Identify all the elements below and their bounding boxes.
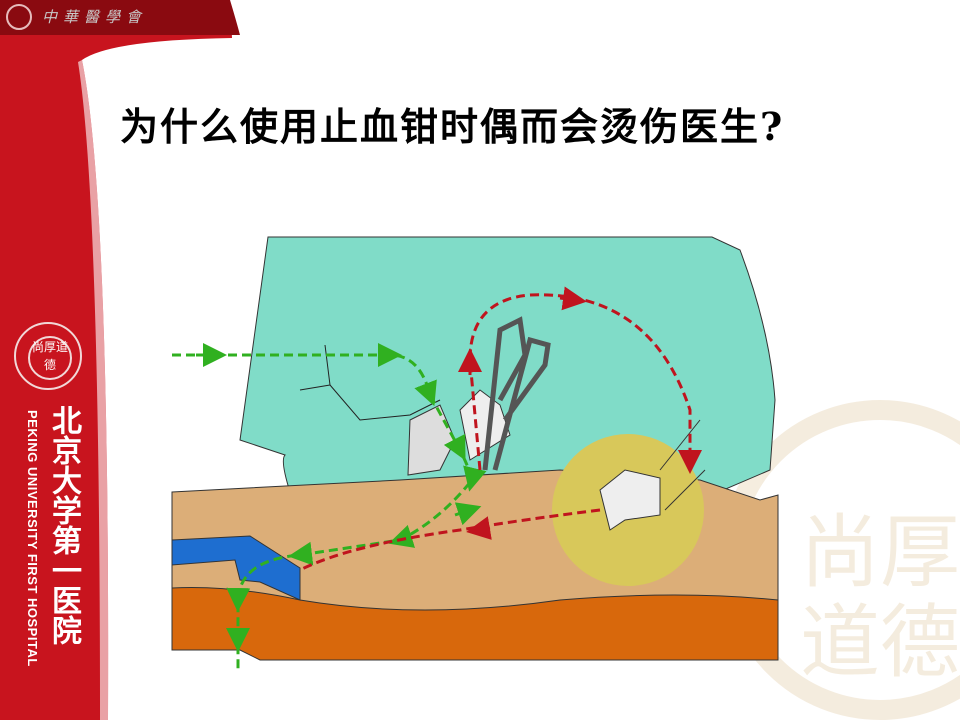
svg-text:道德: 道德 bbox=[800, 596, 960, 689]
hospital-name-en: PEKING UNIVERSITY FIRST HOSPITAL bbox=[25, 410, 40, 667]
society-name: 中華醫學會 bbox=[42, 8, 148, 26]
top-band bbox=[0, 0, 240, 35]
hospital-name-cn: 北京大学第一医院 bbox=[46, 405, 81, 645]
sidebar-band bbox=[0, 0, 232, 720]
stray-current-path bbox=[299, 293, 692, 572]
surgeon-drape bbox=[239, 236, 776, 501]
hemostat-clamp bbox=[482, 316, 551, 471]
svg-text:尚厚: 尚厚 bbox=[800, 506, 960, 599]
ground-current-path bbox=[172, 342, 487, 670]
seal-text: 尚厚道德 bbox=[28, 336, 72, 380]
slide-title: 为什么使用止血钳时偶而会烫伤医生? bbox=[120, 104, 785, 149]
watermark-seal: 尚厚 道德 bbox=[720, 400, 960, 720]
hospital-seal: 尚厚道德 bbox=[14, 322, 82, 390]
electrode-hand bbox=[599, 469, 661, 531]
society-logo bbox=[6, 4, 32, 30]
